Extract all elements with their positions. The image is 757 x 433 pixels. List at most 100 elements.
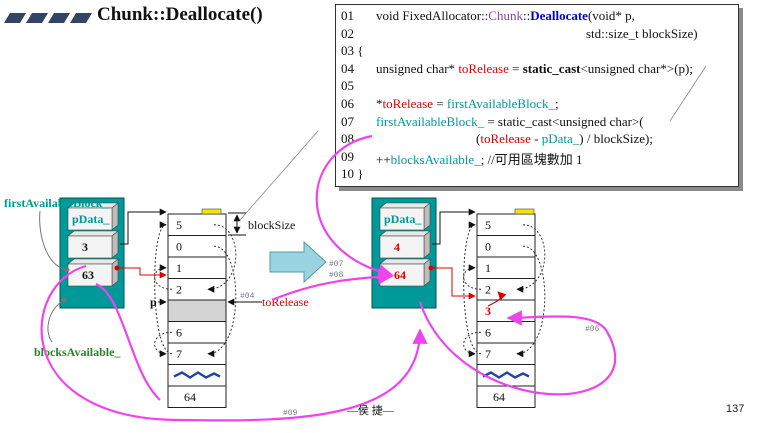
flow-line-06 [418, 301, 616, 396]
after-cell-face [379, 207, 425, 231]
step-08-label: #08 [329, 271, 344, 280]
flow-to-release [271, 269, 394, 302]
blocks-available-label: blocksAvailable_ [34, 345, 121, 359]
code-line-source: unsigned char* toRelease = static_cast<u… [376, 60, 693, 76]
code-leader-1 [239, 130, 319, 221]
code-line-source: std::size_t blockSize) [586, 25, 698, 41]
before-cell-top [67, 230, 119, 237]
code-line-source: *toRelease = firstAvailableBlock_; [376, 96, 559, 111]
after-block-label-6: 7 [485, 347, 491, 361]
code-line-source: ++blocksAvailable_; //可用區塊數加 1 [376, 151, 583, 167]
before-ellipsis-wave [173, 371, 221, 379]
p-label: p [150, 295, 157, 309]
after-cell-face [379, 235, 425, 259]
before-first-available-dot [114, 265, 120, 271]
after-cell-top [379, 202, 431, 209]
before-cell-value-1: 3 [82, 240, 88, 254]
code-line-number: 05 [341, 78, 354, 94]
before-yellow-marker [201, 208, 222, 215]
first-available-leader-dot [64, 267, 70, 273]
after-pdata-pointer [432, 208, 476, 245]
code-line-source: void FixedAllocator::Chunk::Deallocate(v… [376, 8, 635, 23]
step-04-label: #04 [240, 292, 255, 301]
after-block-label-2: 1 [485, 261, 491, 275]
after-cell-value-2: 64 [394, 268, 406, 282]
before-block-label-8: 64 [184, 390, 196, 404]
blocks-available-leader [47, 299, 65, 343]
before-cell-side [111, 202, 119, 231]
after-cell-side [423, 230, 431, 259]
before-released-block [167, 299, 227, 322]
blocks-available-leader-dot [61, 297, 67, 303]
after-block-label-8: 64 [493, 390, 505, 404]
after-block-label-1: 0 [485, 240, 491, 254]
after-ellipsis-wave [482, 371, 530, 379]
step-06-label: #06 [585, 325, 600, 334]
before-chunk-struct: pData_ 3 63 [59, 197, 125, 309]
flow-increment-09 [40, 264, 428, 422]
after-block-label-4: 3 [485, 304, 491, 318]
before-block-label-3: 2 [176, 283, 182, 297]
before-e-free-list-link [154, 221, 173, 355]
after-block-column: 5 0 1 2 3 6 7 64 [476, 213, 536, 408]
before-block-label-6: 7 [176, 347, 182, 361]
before-pdata-pointer [120, 208, 167, 245]
after-block-label-3: 2 [485, 283, 491, 297]
code-line-number: 04 [341, 60, 354, 76]
after-cell-side [423, 258, 431, 287]
slide-title: Chunk::Deallocate() [97, 4, 263, 25]
after-cell-top [379, 230, 431, 237]
code-line-number: 09 [341, 148, 354, 164]
code-line-number: 07 [341, 113, 354, 129]
after-yellow-marker [514, 208, 535, 215]
code-line-number: 06 [341, 96, 354, 111]
before-b-free-list-link [207, 245, 237, 358]
before-cell-face [67, 207, 113, 231]
after-first-available-pointer [430, 267, 476, 300]
after-chunk-struct: pData_ 4 64 [371, 197, 437, 309]
before-cell-top [67, 258, 119, 265]
code-line-number: 03 { [341, 43, 364, 59]
first-available-leader [39, 210, 67, 271]
flow-line-07 [315, 134, 394, 280]
before-block-label-1: 0 [176, 240, 182, 254]
after-cell-side [423, 202, 431, 231]
code-line-number: 10 } [341, 166, 364, 182]
after-cell-top [379, 258, 431, 265]
author-mark: —侯 捷— [346, 403, 395, 417]
block-size-label: blockSize [248, 218, 295, 232]
transition-arrow [269, 240, 327, 284]
code-listing: 01 void FixedAllocator::Chunk::Deallocate… [335, 4, 739, 187]
after-cell-value-0: pData_ [384, 212, 422, 226]
after-block-label-5: 6 [485, 326, 491, 340]
after-e-free-list-link [463, 221, 482, 355]
before-cell-side [111, 230, 119, 259]
before-cell-value-2: 63 [82, 268, 94, 282]
before-a-free-list-link [207, 224, 237, 293]
before-first-available-pointer [116, 267, 167, 279]
flow-blocks-available [95, 282, 161, 401]
before-block-label-0: 5 [176, 218, 182, 232]
code-leader-2 [669, 65, 707, 122]
code-line-number: 02 [341, 25, 354, 41]
before-c-free-list-link [154, 264, 173, 290]
before-block-label-2: 1 [176, 261, 182, 275]
step-09-label: #09 [283, 409, 298, 418]
before-cell-face [67, 235, 113, 259]
step-07-label: #07 [329, 260, 344, 269]
before-d-free-list-link [154, 331, 173, 358]
after-cell-value-1: 4 [394, 240, 400, 254]
title-bars-decoration [4, 13, 92, 23]
before-cell-side [111, 258, 119, 287]
code-line-source: firstAvailableBlock_ = static_cast<unsig… [376, 113, 644, 129]
after-a-free-list-link [516, 224, 546, 293]
before-cell-value-0: pData_ [72, 212, 110, 226]
to-release-label: toRelease [262, 295, 309, 309]
code-line-number: 01 [341, 8, 354, 23]
page-number: 137 [726, 403, 745, 415]
after-block-label-0: 5 [485, 218, 491, 232]
after-c-free-list-link [463, 264, 482, 290]
